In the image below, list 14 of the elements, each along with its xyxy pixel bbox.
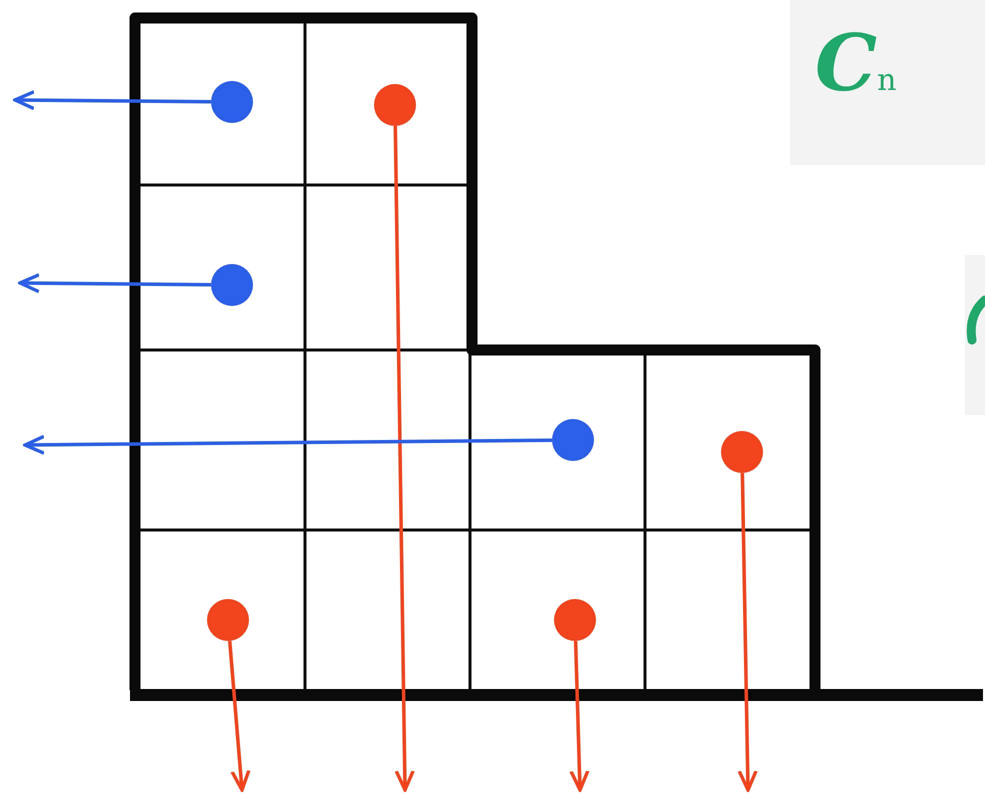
arrow [738,472,758,792]
dot [374,84,416,126]
arrow [569,640,590,792]
arrow [228,640,250,792]
arrow [13,90,212,110]
dot [552,419,594,461]
arrow [18,273,212,294]
dot [721,431,763,473]
dot [207,599,249,641]
arrow [394,126,415,792]
dot [211,264,253,306]
dot [211,81,253,123]
arrow [23,434,552,455]
dot [554,599,596,641]
